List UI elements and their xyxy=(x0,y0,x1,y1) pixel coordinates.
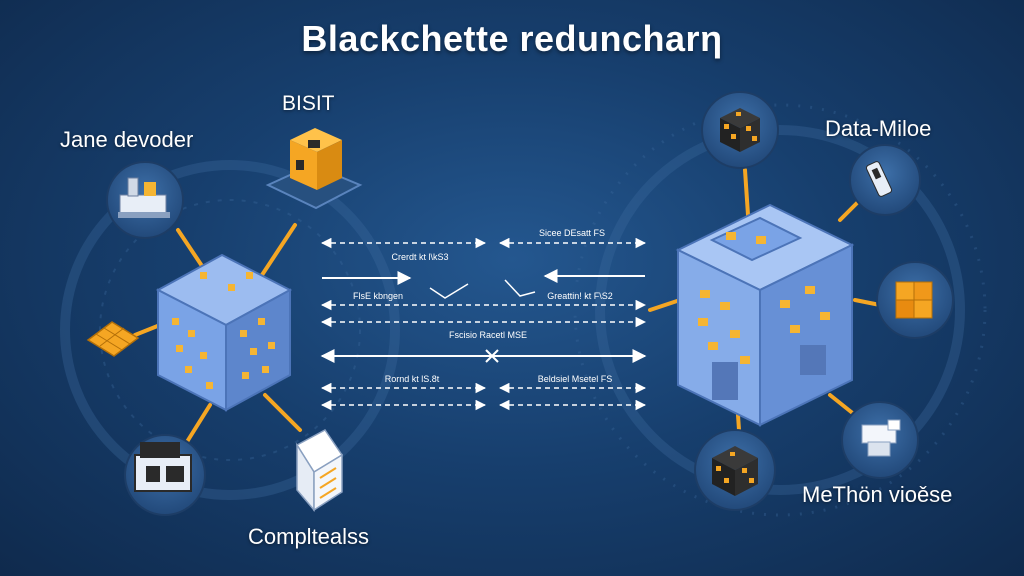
arrow-label-bottom-left: Rornd kt lS.8t xyxy=(384,374,440,384)
arrow-label-mid-left: FlsE kbngen xyxy=(352,291,404,301)
check-mark-left xyxy=(429,283,469,299)
arrow-label-top-left: Crerdt kt l\kS3 xyxy=(391,252,449,262)
connector-computer xyxy=(183,403,212,447)
label-jane-devoder: Jane devoder xyxy=(60,127,194,152)
center-cross-icon xyxy=(485,349,499,363)
transfer-arrows xyxy=(320,237,647,411)
right-ring-dotted xyxy=(573,103,987,517)
connector-cubes xyxy=(853,298,882,307)
label-compltealss: Compltealss xyxy=(248,524,370,549)
chip-cube-bottom-icon xyxy=(694,429,776,511)
diagram-title: Blackchette reduncharη xyxy=(301,18,723,59)
connector-document xyxy=(263,393,302,432)
arrow-label-center: Fscisio Racetl MSE xyxy=(448,330,528,340)
connector-center-right xyxy=(648,298,682,312)
bisit-module-icon xyxy=(265,128,363,210)
connector-top-cube xyxy=(743,168,750,217)
arrow-label-mid-right: Greattin! kt F\S2 xyxy=(547,291,613,301)
mobile-device-icon xyxy=(849,144,921,216)
background-rings xyxy=(60,103,987,517)
computer-terminal-icon xyxy=(124,434,206,516)
connector-printer xyxy=(828,393,857,417)
check-mark-right xyxy=(504,279,536,297)
printer-icon xyxy=(841,401,919,479)
document-icon xyxy=(295,429,344,513)
connector-device xyxy=(838,198,862,222)
chip-cube-top-icon xyxy=(701,91,779,169)
left-server-cube xyxy=(155,253,293,412)
connector-panel xyxy=(133,323,162,337)
circuit-panel-icon xyxy=(86,321,140,357)
server-workstation-icon xyxy=(106,161,184,239)
label-data-miloe: Data-Miloe xyxy=(825,116,932,141)
arrow-label-bottom-right: Beldsiel Msetel FS xyxy=(537,374,613,384)
arrow-label-top-right: Sicee DEsatt FS xyxy=(538,228,606,238)
right-server-cube xyxy=(675,203,855,427)
left-ring-outer xyxy=(60,160,400,500)
stacked-cubes-icon xyxy=(876,261,954,339)
connector-bisit xyxy=(260,223,297,277)
left-ring-inner xyxy=(99,199,361,461)
label-method-viose: MeThön vioěse xyxy=(802,482,953,507)
label-bisit: BISIT xyxy=(282,92,335,115)
